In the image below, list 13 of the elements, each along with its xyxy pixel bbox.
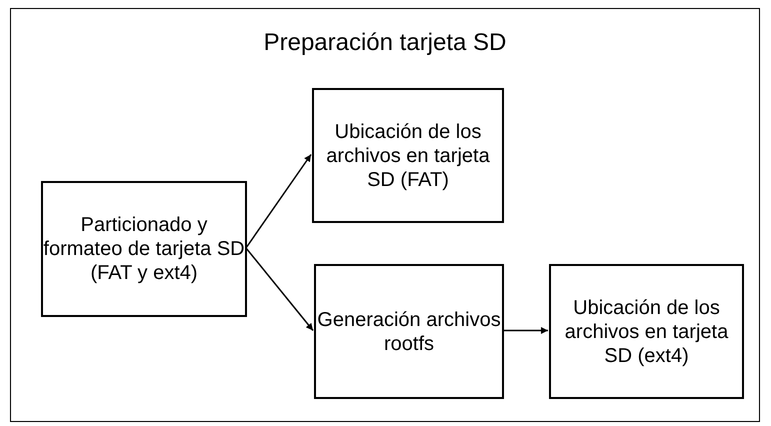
process-box	[312, 88, 504, 223]
arrow	[245, 248, 314, 331]
box-label: Particionado y formateo de tarjeta SD (FAT y ext4)	[43, 213, 245, 285]
process-box	[41, 181, 247, 317]
box-label: Ubicación de los archivos en tarjeta SD (FAT)	[325, 120, 491, 192]
process-box	[549, 264, 744, 399]
box-label: Generación archivos rootfs	[316, 308, 502, 356]
arrow	[503, 327, 548, 334]
diagram-heading: Preparación tarjeta SD	[264, 31, 506, 55]
box-label: Ubicación de los archivos en tarjeta SD (ext4)	[564, 296, 730, 368]
frame-box	[10, 8, 760, 422]
process-box	[314, 264, 504, 399]
arrow	[245, 154, 312, 248]
